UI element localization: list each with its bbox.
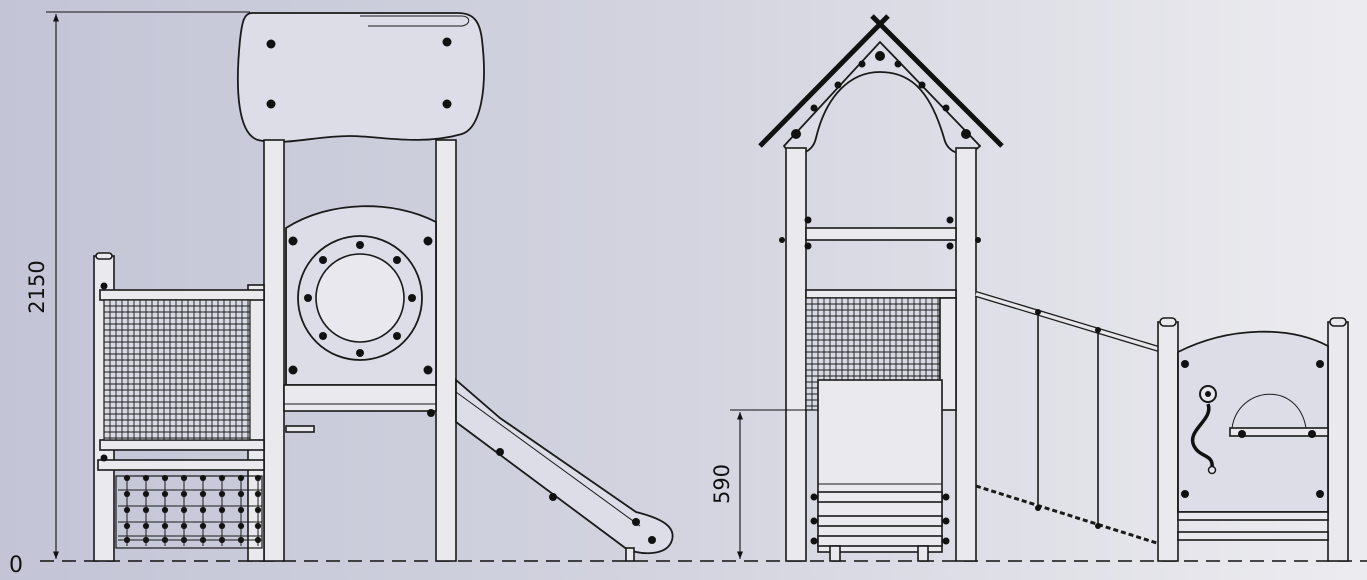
side-roof [758, 14, 1004, 155]
front-view [93, 12, 674, 562]
front-mesh-panel [103, 299, 251, 441]
dimension-label-2150: 2150 [25, 260, 49, 313]
front-platform-deck [283, 384, 437, 433]
dimension-platform-height: 590 [710, 409, 816, 559]
front-porthole-panel [285, 205, 437, 386]
side-rope-bridge [975, 291, 1163, 546]
front-mesh-grid [104, 300, 250, 440]
side-view: 590 [710, 14, 1349, 562]
front-main-posts [263, 139, 457, 562]
ground-level-label: 0 [9, 553, 23, 576]
front-rope-net [118, 474, 262, 546]
dimension-label-590: 590 [710, 464, 734, 504]
side-play-panel [1157, 317, 1349, 562]
front-slide [455, 378, 674, 562]
dimension-total-height: 2150 [25, 11, 250, 559]
front-net-tower [93, 252, 265, 562]
front-roof-board [236, 12, 485, 143]
side-entrance-panel [810, 379, 950, 562]
side-posts [779, 147, 981, 562]
